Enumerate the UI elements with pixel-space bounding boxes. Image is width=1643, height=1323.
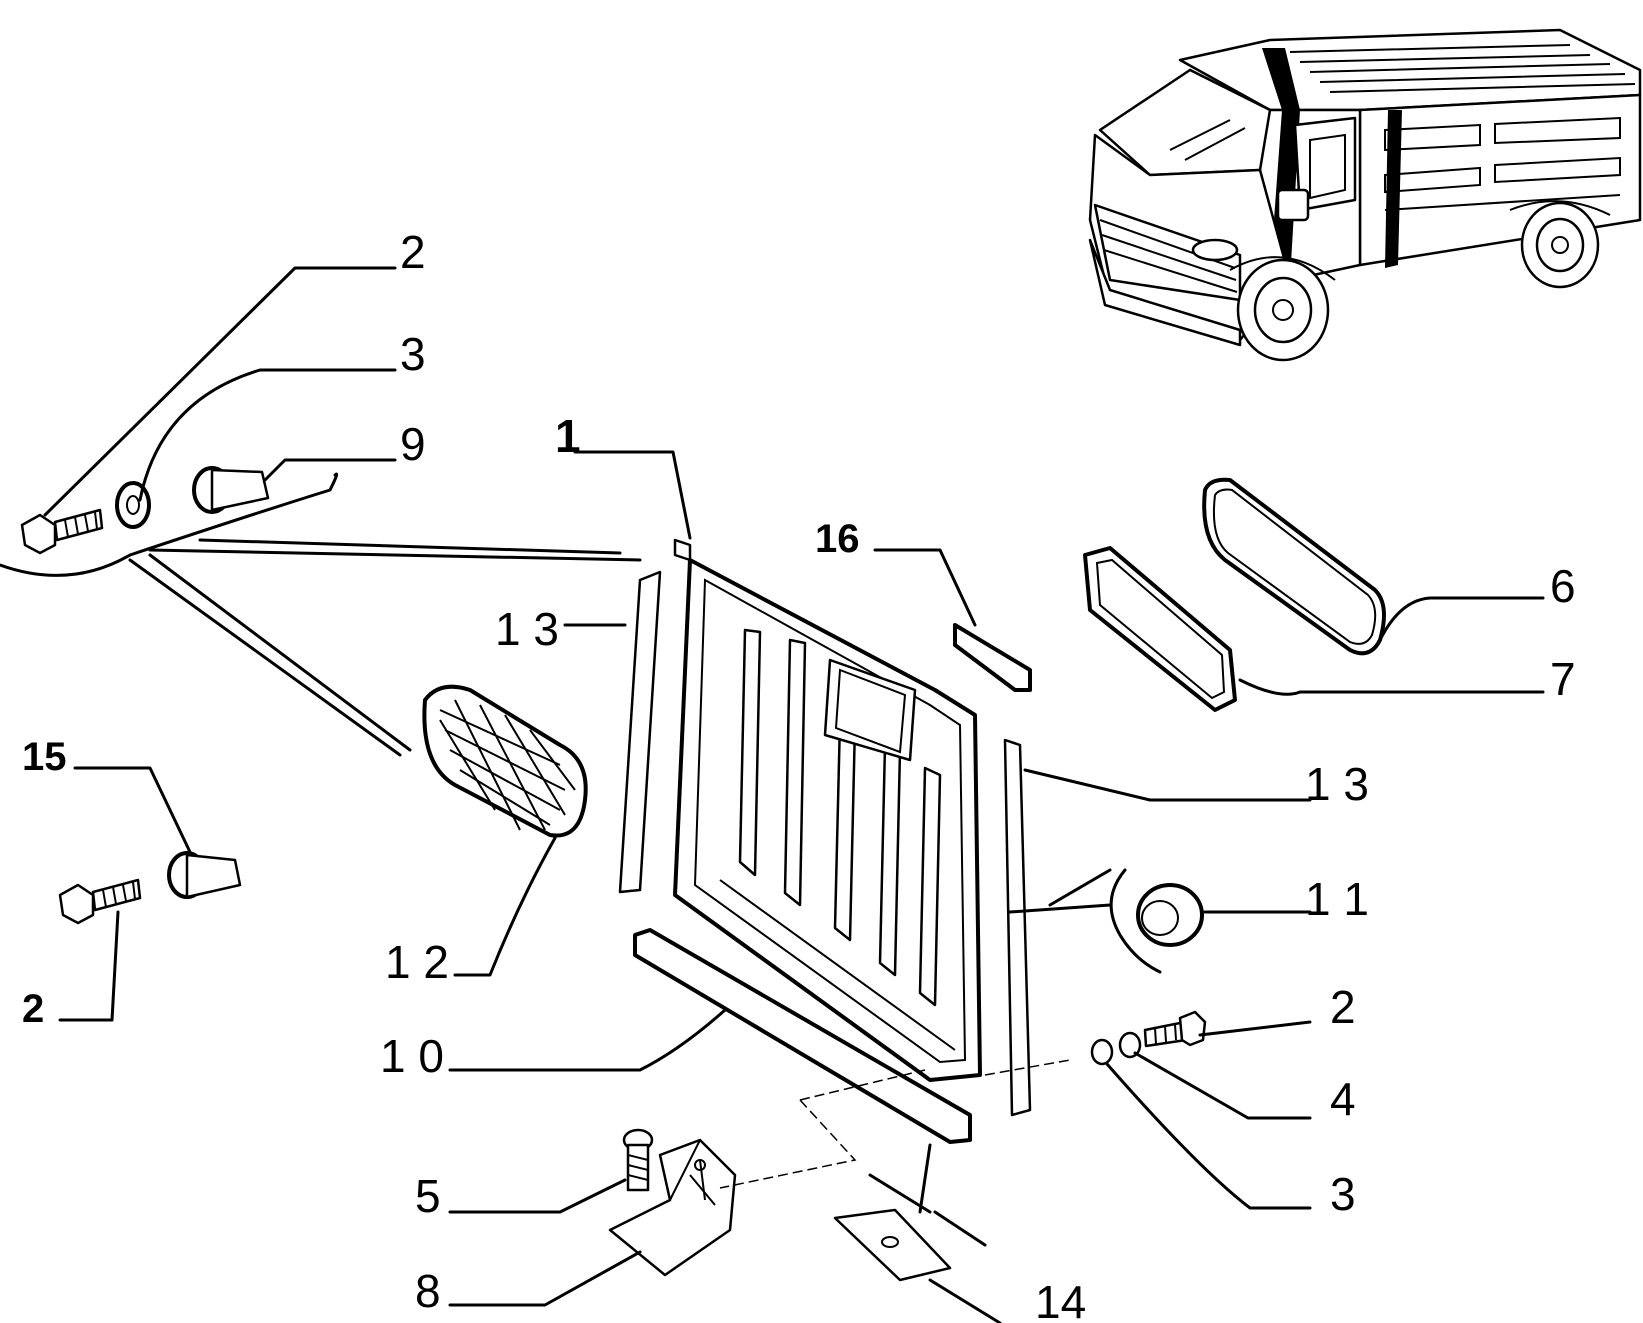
label-2-top: 2 — [400, 226, 426, 278]
partition-panel — [673, 538, 982, 1082]
mounting-plate — [833, 1208, 952, 1282]
washer-4 — [1118, 1031, 1142, 1059]
assembly-lines — [0, 472, 1162, 1247]
label-12: 1 2 — [385, 936, 449, 988]
label-1: 1 — [555, 410, 581, 462]
label-8: 8 — [415, 1265, 441, 1317]
label-15: 15 — [22, 735, 67, 779]
bolt-2-right — [1143, 1010, 1207, 1048]
label-7: 7 — [1550, 653, 1576, 705]
label-4: 4 — [1330, 1073, 1356, 1125]
foam-block — [953, 623, 1032, 692]
label-11: 1 1 — [1305, 873, 1369, 925]
label-9: 9 — [400, 418, 426, 470]
label-10: 1 0 — [380, 1030, 444, 1082]
window-seal-frame — [1083, 546, 1237, 712]
bolt-5 — [622, 1128, 654, 1192]
label-13-right: 1 3 — [1305, 758, 1369, 810]
seal-strip-left — [618, 570, 662, 894]
washer-3-top — [115, 481, 151, 529]
bolt-2-bottom-left — [58, 878, 142, 925]
part-labels: 1 2 3 9 16 6 1 3 7 15 1 3 1 1 1 2 2 2 1 … — [22, 226, 1576, 1323]
label-5: 5 — [415, 1170, 441, 1222]
window-glass — [1202, 477, 1386, 656]
label-2-bottom-left: 2 — [22, 987, 44, 1031]
label-13-left: 1 3 — [495, 603, 559, 655]
label-16: 16 — [815, 517, 860, 561]
label-6: 6 — [1550, 560, 1576, 612]
label-14: 14 — [1035, 1276, 1086, 1323]
seal-strip-right — [1003, 738, 1032, 1117]
van-illustration — [1088, 28, 1642, 362]
label-3-bottom-right: 3 — [1330, 1168, 1356, 1220]
label-2-right: 2 — [1330, 981, 1356, 1033]
leader-lines — [43, 266, 1545, 1323]
bottom-seal-strip — [633, 928, 972, 1144]
rivet-nut-15 — [167, 851, 242, 899]
label-3-top: 3 — [400, 328, 426, 380]
rivet-nut-9 — [192, 466, 270, 514]
washer-3-right — [1090, 1038, 1114, 1066]
vent-grille — [422, 684, 588, 838]
bolt-2-top — [20, 508, 104, 555]
bracket — [608, 1138, 737, 1277]
grommet — [1136, 883, 1204, 947]
